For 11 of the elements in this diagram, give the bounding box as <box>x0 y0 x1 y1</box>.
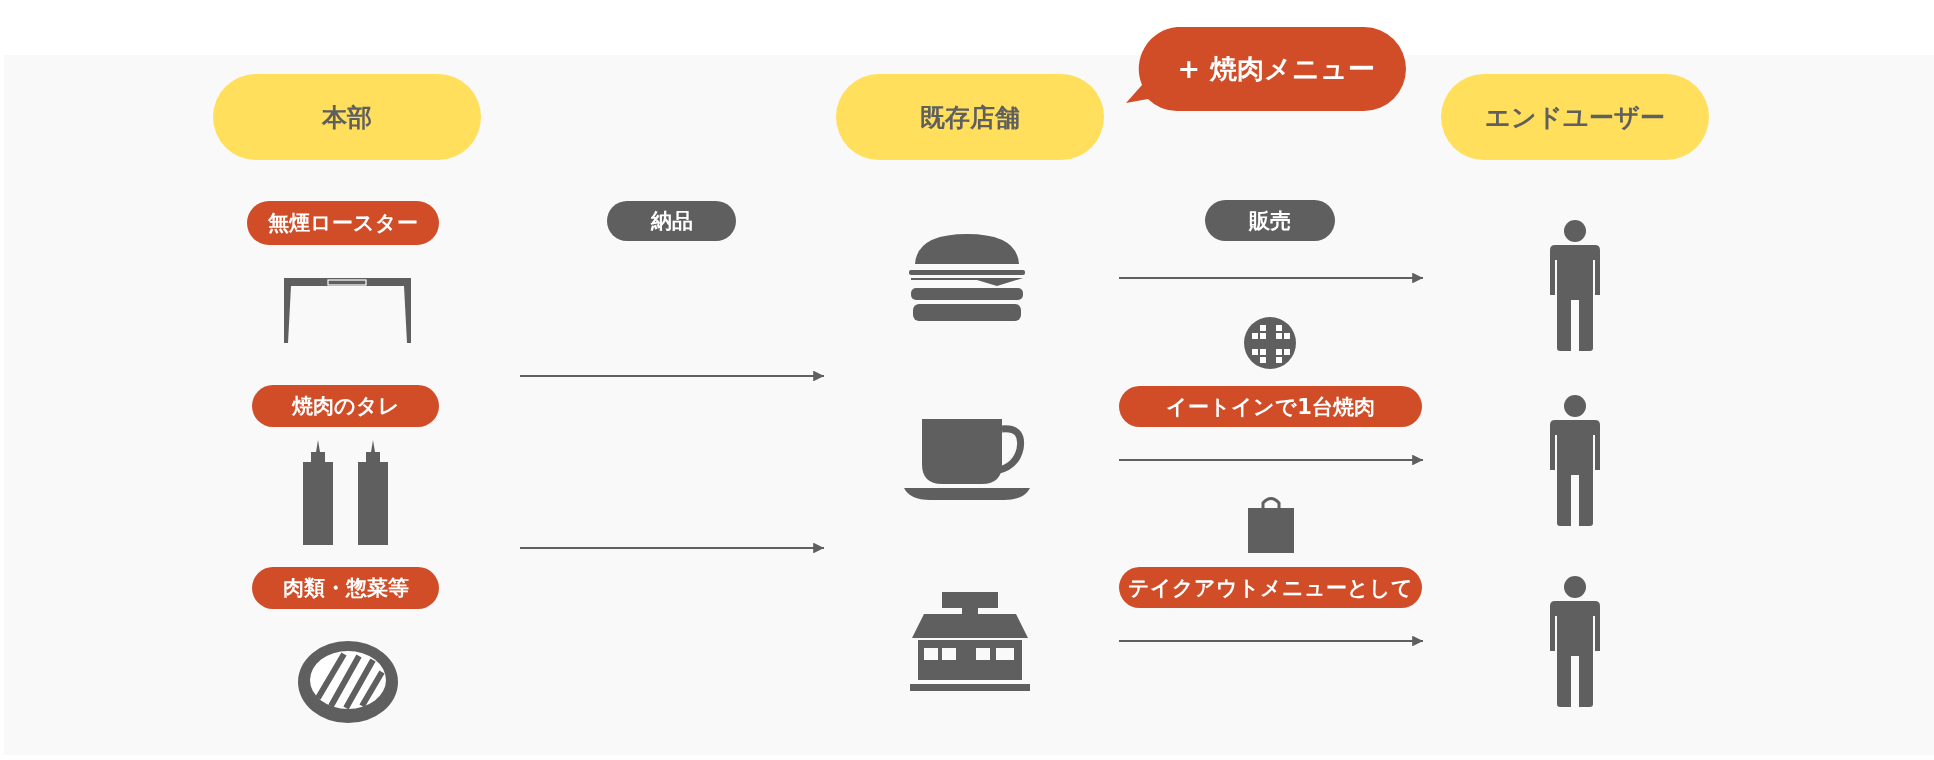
heading-pill: 本部 <box>213 74 481 160</box>
category-tag: 焼肉のタレ <box>252 385 439 427</box>
step-tag: 納品 <box>607 201 736 241</box>
step-tag: 販売 <box>1205 200 1335 241</box>
bubble-text: + 焼肉メニュー <box>1177 52 1375 86</box>
heading-pill: エンドユーザー <box>1441 74 1709 160</box>
category-tag: 肉類・惣菜等 <box>252 567 439 609</box>
category-tag: イートインで1台焼肉 <box>1119 386 1422 427</box>
category-tag: テイクアウトメニューとして <box>1119 567 1422 608</box>
category-tag: 無煙ロースター <box>247 201 439 245</box>
heading-pill: 既存店舗 <box>836 74 1104 160</box>
